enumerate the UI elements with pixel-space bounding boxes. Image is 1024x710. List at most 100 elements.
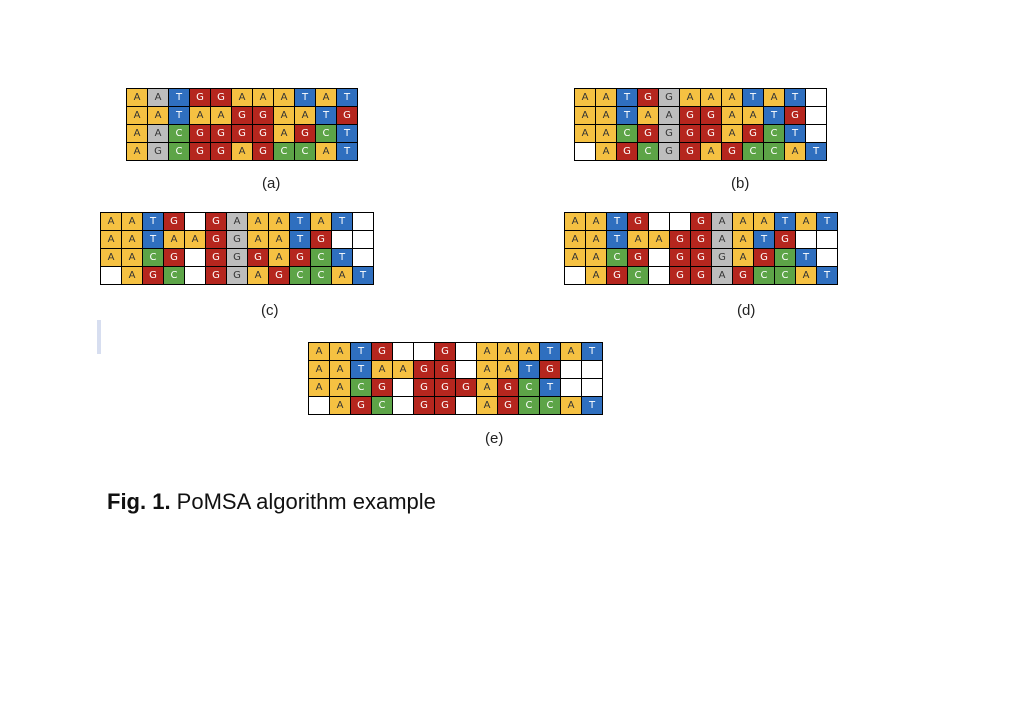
base-cell: T (336, 142, 358, 161)
base-cell: T (539, 378, 561, 397)
base-cell: A (163, 230, 185, 249)
gap-cell (352, 248, 374, 267)
base-cell: A (564, 248, 586, 267)
figure-caption: Fig. 1. PoMSA algorithm example (107, 489, 436, 515)
base-cell: G (455, 378, 477, 397)
base-cell: A (711, 212, 733, 231)
base-cell: G (231, 106, 253, 125)
base-cell: A (497, 360, 519, 379)
base-cell: G (616, 142, 638, 161)
base-cell: T (168, 106, 190, 125)
base-cell: G (690, 230, 712, 249)
panel-label-c: (c) (261, 302, 279, 319)
gap-cell (331, 230, 353, 249)
base-cell: A (121, 266, 143, 285)
base-cell: A (294, 106, 316, 125)
base-cell: A (497, 342, 519, 361)
base-cell: T (742, 88, 764, 107)
base-cell: A (308, 360, 330, 379)
base-cell: G (252, 106, 274, 125)
base-cell: G (497, 378, 519, 397)
base-cell: T (350, 360, 372, 379)
base-cell: G (189, 124, 211, 143)
base-cell: G (627, 212, 649, 231)
base-cell: G (147, 142, 169, 161)
base-cell: A (126, 124, 148, 143)
gap-cell (455, 396, 477, 415)
base-cell: C (168, 124, 190, 143)
base-cell: G (189, 88, 211, 107)
base-cell: G (336, 106, 358, 125)
base-cell: T (289, 230, 311, 249)
base-cell: T (336, 124, 358, 143)
base-cell: T (784, 124, 806, 143)
base-cell: A (100, 230, 122, 249)
base-cell: G (210, 88, 232, 107)
base-cell: A (574, 124, 596, 143)
base-cell: A (585, 248, 607, 267)
base-cell: G (700, 106, 722, 125)
base-cell: A (648, 230, 670, 249)
base-cell: A (476, 342, 498, 361)
base-cell: A (315, 88, 337, 107)
base-cell: G (231, 124, 253, 143)
base-cell: A (560, 396, 582, 415)
base-cell: G (413, 378, 435, 397)
base-cell: A (331, 266, 353, 285)
base-cell: T (539, 342, 561, 361)
gap-cell (669, 212, 691, 231)
base-cell: C (350, 378, 372, 397)
base-cell: A (658, 106, 680, 125)
gap-cell (648, 212, 670, 231)
base-cell: A (329, 360, 351, 379)
base-cell: A (732, 230, 754, 249)
base-cell: C (774, 248, 796, 267)
base-cell: G (679, 106, 701, 125)
base-cell: T (289, 212, 311, 231)
base-cell: A (147, 124, 169, 143)
base-cell: G (679, 142, 701, 161)
base-cell: G (539, 360, 561, 379)
base-cell: G (142, 266, 164, 285)
base-cell: A (595, 88, 617, 107)
base-cell: G (205, 248, 227, 267)
base-cell: G (205, 266, 227, 285)
base-cell: A (126, 106, 148, 125)
base-cell: G (711, 248, 733, 267)
base-cell: A (329, 342, 351, 361)
base-cell: A (210, 106, 232, 125)
base-cell: T (616, 106, 638, 125)
base-cell: A (329, 396, 351, 415)
base-cell: T (606, 212, 628, 231)
base-cell: A (308, 342, 330, 361)
gap-cell (581, 360, 603, 379)
gap-cell (352, 230, 374, 249)
base-cell: C (163, 266, 185, 285)
base-cell: A (518, 342, 540, 361)
gap-cell (308, 396, 330, 415)
base-cell: T (350, 342, 372, 361)
base-cell: G (226, 248, 248, 267)
base-cell: C (168, 142, 190, 161)
base-cell: T (763, 106, 785, 125)
base-cell: C (763, 124, 785, 143)
base-cell: T (331, 248, 353, 267)
base-cell: A (268, 248, 290, 267)
base-cell: T (581, 342, 603, 361)
base-cell: C (539, 396, 561, 415)
